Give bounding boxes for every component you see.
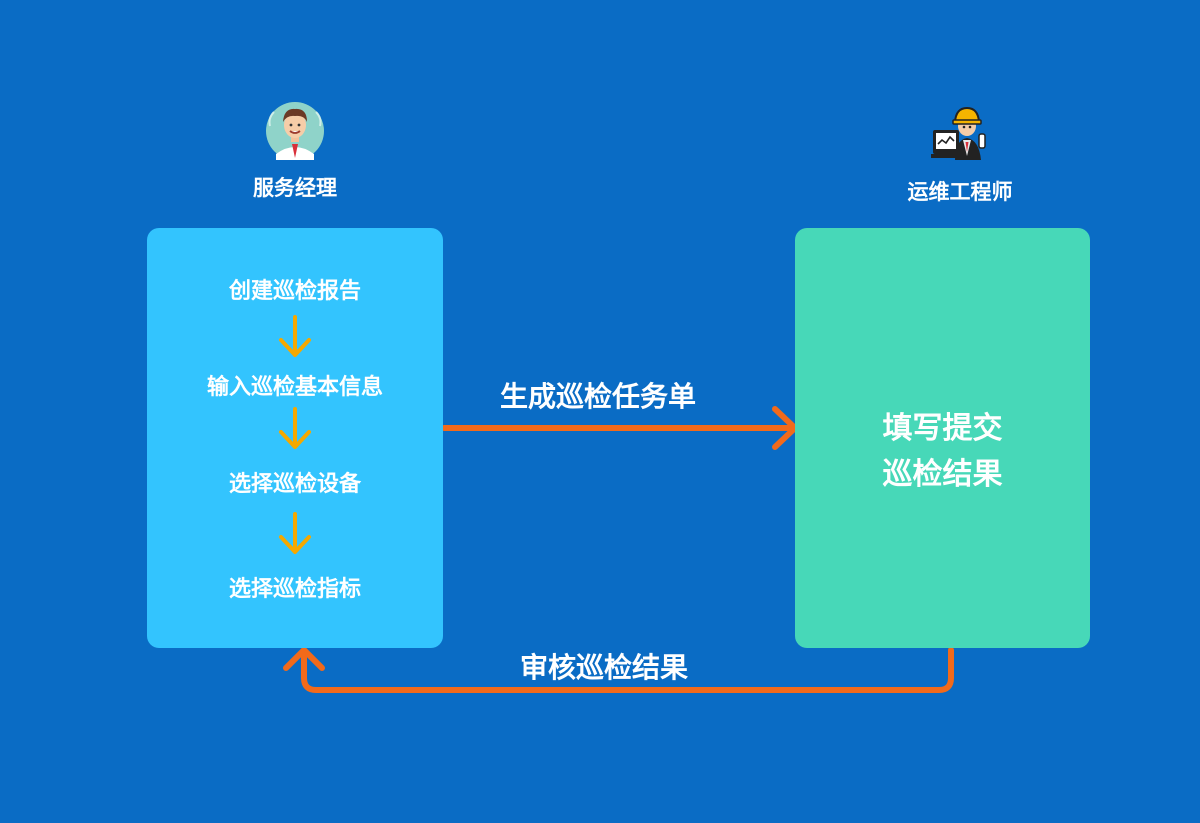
step-input-basic-info: 输入巡检基本信息 <box>206 375 383 400</box>
manager-avatar-icon <box>264 100 326 162</box>
actor-ops-engineer: 运维工程师 <box>880 100 1040 206</box>
manager-steps-box: 创建巡检报告 输入巡检基本信息 选择巡检设备 选择巡检指标 <box>147 228 443 648</box>
step-down-arrow-icon <box>279 315 311 357</box>
step-down-arrow-icon <box>279 407 311 449</box>
step-create-report: 创建巡检报告 <box>228 279 361 304</box>
engineer-task-text: 填写提交 巡检结果 <box>795 406 1090 498</box>
step-select-metrics: 选择巡检指标 <box>228 577 361 602</box>
step-select-devices: 选择巡检设备 <box>228 472 361 497</box>
step-down-arrow-icon <box>279 512 311 554</box>
generate-task-label: 生成巡检任务单 <box>500 380 697 413</box>
engineer-hardhat-icon <box>929 100 991 162</box>
engineer-label: 运维工程师 <box>907 180 1013 204</box>
engineer-task-line-1: 填写提交 <box>882 411 1003 446</box>
engineer-task-line-2: 巡检结果 <box>882 457 1003 492</box>
engineer-result-box: 填写提交 巡检结果 <box>795 228 1090 648</box>
manager-label: 服务经理 <box>253 176 337 200</box>
review-result-label: 审核巡检结果 <box>520 651 689 684</box>
actor-service-manager: 服务经理 <box>230 100 360 202</box>
